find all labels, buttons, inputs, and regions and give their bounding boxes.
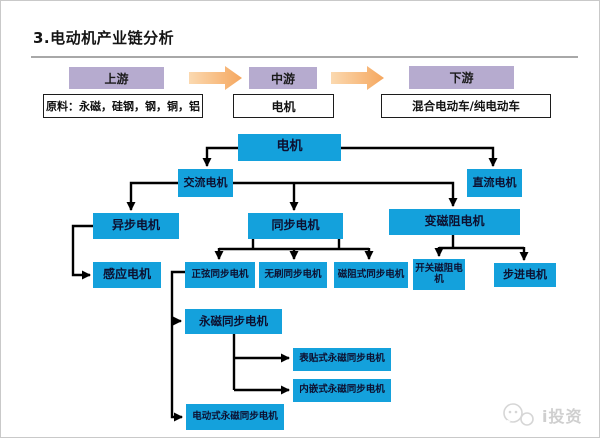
node-ac-motor: 交流电机 xyxy=(178,169,233,197)
stage-downstream: 下游 xyxy=(409,66,514,89)
node-sine-sync-motor: 正弦同步电机 xyxy=(185,262,255,288)
node-reluctance-sync-motor: 磁阻式同步电机 xyxy=(334,262,408,288)
node-switched-reluctance-motor: 开关磁阻电机 xyxy=(413,259,465,290)
node-surface-pm-sync-motor: 表贴式永磁同步电机 xyxy=(293,348,391,371)
downstream-detail-box: 混合电动车/纯电动车 xyxy=(381,94,551,118)
node-stepper-motor: 步进电机 xyxy=(494,263,556,287)
page-title: 3.电动机产业链分析 xyxy=(33,29,175,47)
node-async-motor: 异步电机 xyxy=(93,213,179,239)
node-interior-pm-sync-motor: 内嵌式永磁同步电机 xyxy=(293,379,391,402)
node-sync-motor: 同步电机 xyxy=(248,213,343,239)
midstream-detail-box: 电机 xyxy=(233,94,334,118)
node-variable-reluctance-motor: 变磁阻电机 xyxy=(389,209,520,235)
right-arrow-icon xyxy=(189,66,242,90)
title-divider xyxy=(31,56,578,58)
node-dc-motor: 直流电机 xyxy=(467,169,522,197)
upstream-detail-box: 原料：永磁，硅钢，钢，铜，铝 xyxy=(43,94,203,118)
chat-bubbles-icon xyxy=(503,403,534,426)
node-pm-sync-motor: 永磁同步电机 xyxy=(185,309,282,334)
node-electric-pm-sync-motor: 电动式永磁同步电机 xyxy=(186,404,284,430)
stage-midstream: 中游 xyxy=(249,67,317,89)
stage-upstream: 上游 xyxy=(69,67,164,89)
right-arrow-icon xyxy=(331,66,384,90)
node-induction-motor: 感应电机 xyxy=(93,262,161,288)
node-motor: 电机 xyxy=(238,134,341,161)
watermark: i投资 xyxy=(499,399,591,431)
watermark-label: i投资 xyxy=(542,407,583,426)
node-brushless-sync-motor: 无刷同步电机 xyxy=(259,262,327,288)
